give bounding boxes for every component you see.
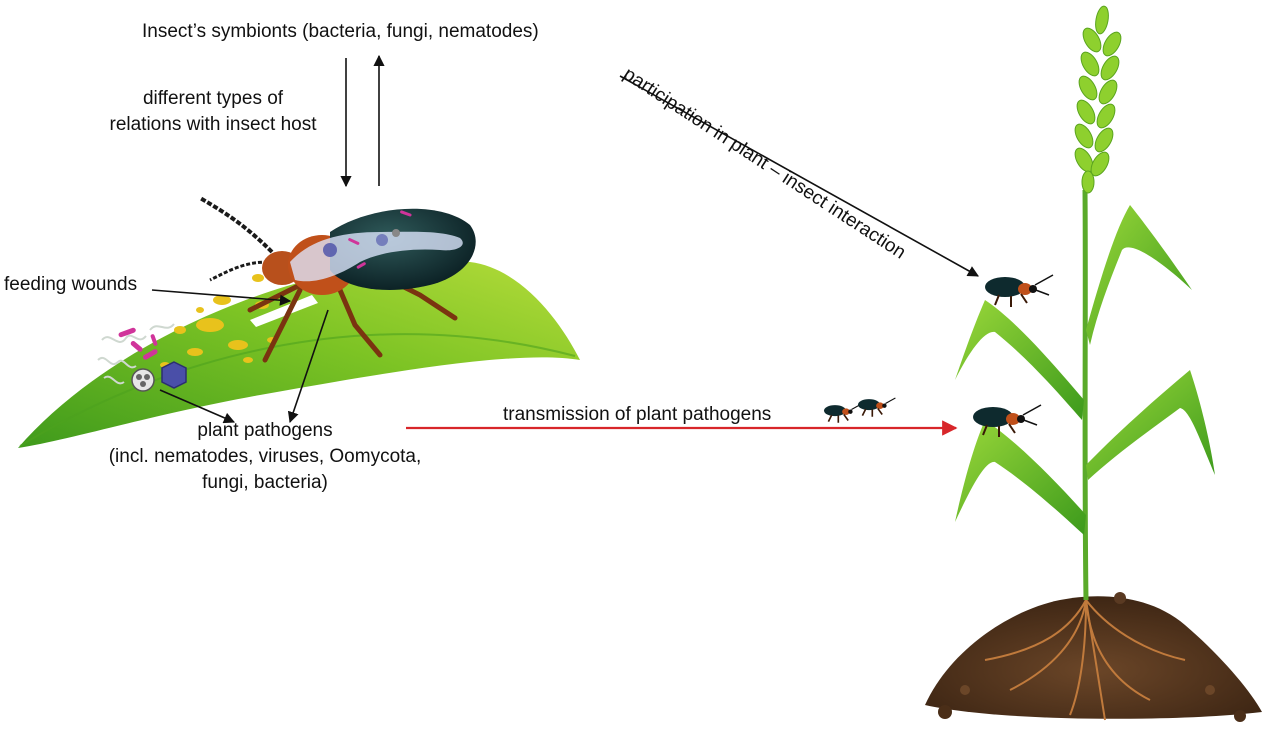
relations-label-line1: different types of <box>142 88 284 109</box>
beetle-icon <box>824 403 862 423</box>
soil-icon <box>925 592 1262 722</box>
arrow-pathogens-from-leaf <box>159 389 236 424</box>
beetle-icon <box>973 404 1042 437</box>
beetle-icon <box>858 397 896 417</box>
plant-pathogens-label: plant pathogens (incl. nematodes, viruse… <box>70 418 460 496</box>
root-icon <box>984 599 1186 721</box>
bacteria-icon <box>118 327 158 360</box>
pathogens-label-line3: fungi, bacteria) <box>202 472 328 493</box>
wheat-plant-icon <box>955 5 1215 601</box>
pathogens-label-line2: (incl. nematodes, viruses, Oomycota, <box>108 446 422 467</box>
relations-label: different types of relations with insect… <box>88 86 338 138</box>
beetle-icon <box>985 274 1054 307</box>
beetle-icon <box>199 196 476 363</box>
arrow-feeding-wounds <box>151 289 292 306</box>
virus-icon <box>131 361 187 392</box>
feeding-wounds-label: feeding wounds <box>4 274 138 295</box>
arrow-pathogens-from-beetle <box>287 309 329 424</box>
symbionts-label: Insect’s symbionts (bacteria, fungi, nem… <box>142 21 539 42</box>
nematode-icon <box>97 323 175 385</box>
transmission-label: transmission of plant pathogens <box>503 404 772 425</box>
pathogens-label-line1: plant pathogens <box>197 420 333 441</box>
relations-label-line2: relations with insect host <box>109 114 317 135</box>
arrow-participation <box>619 75 979 277</box>
feeding-wound-mark <box>250 295 318 327</box>
